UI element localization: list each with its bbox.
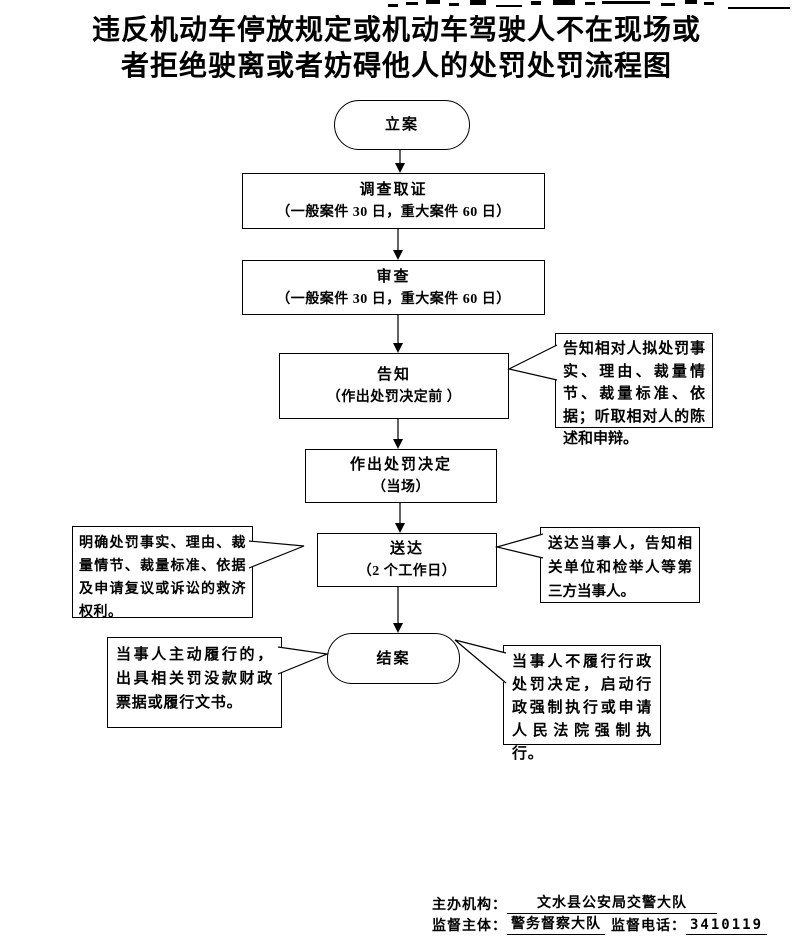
organizer-label: 主办机构： — [432, 898, 507, 913]
node-sublabel: （当场） — [372, 480, 430, 495]
callout-close-left: 当事人主动履行的，出具相关罚没款财政票据或履行文书。 — [107, 637, 282, 728]
node-label: 告知 — [376, 367, 411, 383]
callout-notify-right: 告知相对人拟处罚事实、理由、裁量情节、裁量标准、依据；听取相对人的陈述和申辩。 — [555, 333, 713, 447]
footer-organizer-row: 主办机构： 文水县公安局交警大队 — [432, 894, 767, 914]
phone-value: 3410119 — [686, 917, 768, 935]
footer: 主办机构： 文水县公安局交警大队 监督主体： 警务督察大队 监督电话： 3410… — [432, 894, 768, 936]
node-sublabel: （2 个工作日） — [357, 564, 457, 579]
phone-label: 监督电话： — [611, 919, 686, 934]
arrowhead-icon — [393, 623, 403, 633]
page-title-line1: 违反机动车停放规定或机动车驾驶人不在现场或 — [91, 14, 701, 45]
flow-node-investigate: 调查取证 （一般案件 30 日，重大案件 60 日） — [242, 173, 545, 229]
arrowhead-icon — [393, 439, 403, 449]
callout-deliver-left: 明确处罚事实、理由、裁量情节、裁量标准、依据及申请复议或诉讼的救济权利。 — [72, 526, 253, 620]
page-title: 违反机动车停放规定或机动车驾驶人不在现场或 者拒绝驶离或者妨碍他人的处罚处罚流程… — [0, 12, 793, 84]
arrowhead-icon — [395, 163, 405, 173]
flow-node-start: 立案 — [334, 100, 470, 150]
node-label: 送达 — [389, 541, 424, 557]
callout-text: 送达当事人，告知相关单位和检举人等第三方当事人。 — [548, 536, 692, 600]
callout-close-right: 当事人不履行行政处罚决定，启动行政强制执行或申请人民法院强制执行。 — [503, 645, 661, 762]
flow-node-deliver: 送达 （2 个工作日） — [317, 533, 497, 587]
node-sublabel: （一般案件 30 日，重大案件 60 日） — [276, 291, 511, 307]
node-label: 作出处罚决定 — [349, 457, 452, 473]
callout-pointer-deliver-left — [248, 540, 305, 569]
flow-node-decision: 作出处罚决定 （当场） — [305, 449, 497, 503]
arrowhead-icon — [393, 343, 403, 353]
organizer-value: 文水县公安局交警大队 — [507, 892, 717, 914]
page-title-line2: 者拒绝驶离或者妨碍他人的处罚处罚流程图 — [120, 50, 672, 81]
flow-node-review: 审查 （一般案件 30 日，重大案件 60 日） — [242, 260, 545, 315]
arrowhead-icon — [393, 250, 403, 260]
node-label: 结案 — [376, 650, 411, 667]
callout-pointer-deliver-right — [494, 533, 544, 559]
callout-pointer-close-left — [277, 646, 330, 675]
callout-text: 当事人主动履行的，出具相关罚没款财政票据或履行文书。 — [116, 647, 273, 711]
callout-text: 当事人不履行行政处罚决定，启动行政强制执行或申请人民法院强制执行。 — [512, 654, 652, 762]
node-label: 立案 — [384, 117, 419, 133]
supervisor-label: 监督主体： — [432, 919, 507, 934]
node-sublabel: （一般案件 30 日，重大案件 60 日） — [276, 205, 511, 220]
node-label: 审查 — [376, 268, 411, 285]
node-label: 调查取证 — [359, 182, 428, 198]
flow-node-close: 结案 — [327, 633, 460, 684]
callout-pointer-notify-right — [507, 344, 558, 381]
arrowhead-icon — [395, 523, 405, 533]
supervisor-value: 警务督察大队 — [507, 913, 605, 935]
node-sublabel: （作出处罚决定前 ） — [326, 390, 462, 405]
flow-node-notify: 告知 （作出处罚决定前 ） — [279, 353, 509, 419]
callout-text: 明确处罚事实、理由、裁量情节、裁量标准、依据及申请复议或诉讼的救济权利。 — [79, 536, 246, 620]
footer-supervisor-row: 监督主体： 警务督察大队 监督电话： 3410119 — [432, 913, 768, 935]
callout-pointer-close-right — [454, 639, 507, 684]
callout-text: 告知相对人拟处罚事实、理由、裁量情节、裁量标准、依据；听取相对人的陈述和申辩。 — [563, 341, 705, 447]
callout-deliver-right: 送达当事人，告知相关单位和检举人等第三方当事人。 — [540, 527, 700, 603]
